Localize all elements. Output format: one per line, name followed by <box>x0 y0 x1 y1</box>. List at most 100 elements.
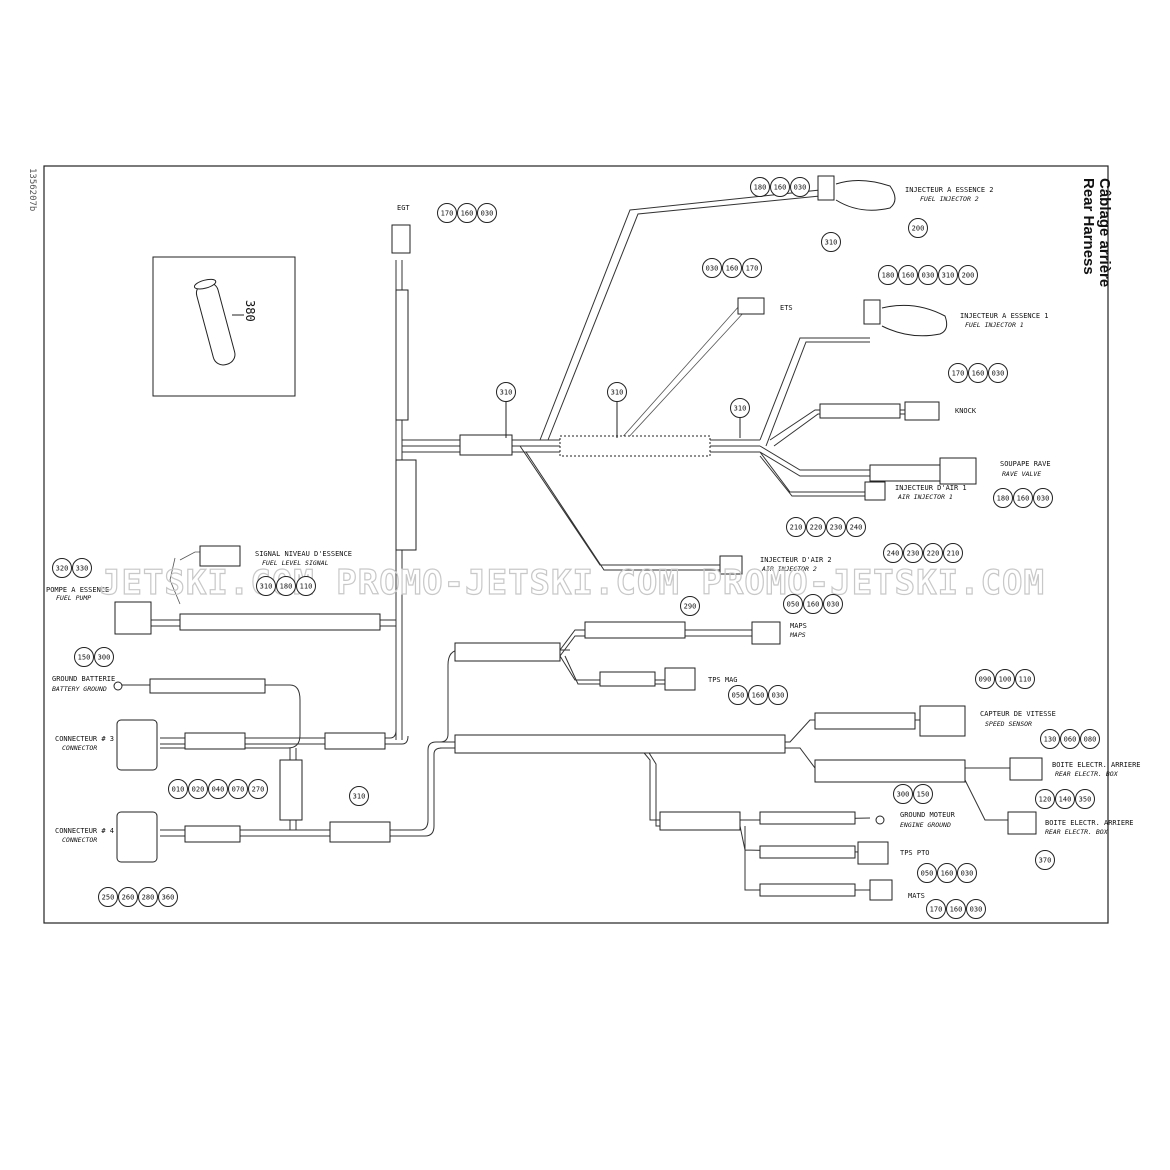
callout-fuel-level-refs-number: 110 <box>300 583 313 591</box>
callout-rear-box-a-refs-number: 080 <box>1084 736 1097 744</box>
detail-part-number: 380 <box>243 300 257 322</box>
callout-ai1-refs-number: 220 <box>927 550 940 558</box>
callout-fi1-refs-bubble <box>958 265 978 285</box>
callout-rave-refs-bubble <box>993 488 1013 508</box>
callout-mats-refs-bubble <box>966 899 986 919</box>
callout-conn3-refs-bubble <box>208 779 228 799</box>
callout-conn4-refs-bubble <box>158 887 178 907</box>
callout-fi1-refs-number: 180 <box>882 272 895 280</box>
callout-rear-box-a-refs-bubble <box>1080 729 1100 749</box>
callout-rear-box-b-refs-bubble <box>1035 789 1055 809</box>
battery-ground-ring <box>113 681 123 691</box>
callout-mats-refs-number: 160 <box>950 906 963 914</box>
callout-fuel-level-refs-bubble <box>256 576 276 596</box>
callout-conn3-refs-bubble <box>248 779 268 799</box>
callout-speed-refs-bubble <box>975 669 995 689</box>
callout-conn4-refs-number: 280 <box>142 894 155 902</box>
callout-fi2-refs-number: 030 <box>794 184 807 192</box>
callout-knock-refs-number: 160 <box>972 370 985 378</box>
callout-ets-refs-number: 170 <box>746 265 759 273</box>
air-injector-2-connector <box>719 555 743 575</box>
callout-ai1-refs-number: 240 <box>887 550 900 558</box>
callout-ai1-refs-bubble <box>943 543 963 563</box>
callout-knock-refs-bubble <box>968 363 988 383</box>
callout-knock-refs-number: 170 <box>952 370 965 378</box>
callout-knock-refs-bubble <box>988 363 1008 383</box>
callout-conn3-refs-bubble <box>188 779 208 799</box>
callout-tps-pto-refs-bubble <box>937 863 957 883</box>
engine-ground-ring <box>875 815 885 825</box>
callout-rear-box-b-370-bubble <box>1035 850 1055 870</box>
callout-rear-box-a-refs-bubble <box>1060 729 1080 749</box>
label-egt: EGT <box>397 204 410 212</box>
label-rear-box-b-en: REAR ELECTR. BOX <box>1045 828 1109 836</box>
title-block: Rear Harness Câblage arrière <box>1080 178 1113 287</box>
callout-ai1-refs-number: 230 <box>907 550 920 558</box>
callout-tps-mag-refs-bubble <box>768 685 788 705</box>
callout-conn3-refs-number: 020 <box>192 786 205 794</box>
harness-sleeves <box>149 289 966 897</box>
callout-rear-box-b-refs-bubble <box>1075 789 1095 809</box>
air-injector-1-connector <box>864 481 886 501</box>
label-rave-valve-fr: SOUPAPE RAVE <box>1000 460 1051 468</box>
component-labels: EGT INJECTEUR A ESSENCE 2 FUEL INJECTOR … <box>46 186 1141 900</box>
callout-ai2-refs-number: 210 <box>790 524 803 532</box>
callout-egt-refs-bubble <box>437 203 457 223</box>
callout-rave-refs-bubble <box>1013 488 1033 508</box>
callout-ai2-refs-bubble <box>826 517 846 537</box>
callout-fi1-refs-number: 200 <box>962 272 975 280</box>
callout-tps-pto-refs-number: 030 <box>961 870 974 878</box>
callout-speed-refs-number: 100 <box>999 676 1012 684</box>
callout-rave-refs-number: 030 <box>1037 495 1050 503</box>
label-rear-box-a-fr: BOITE ELECTR. ARRIERE <box>1052 761 1141 769</box>
callout-egt-refs-number: 030 <box>481 210 494 218</box>
label-knock: KNOCK <box>955 407 977 415</box>
label-tps-pto: TPS PTO <box>900 849 930 857</box>
callout-fuel-pump-refs-bubble <box>52 558 72 578</box>
callout-conn4-refs-bubble <box>118 887 138 907</box>
fuel-injector-2-connector <box>817 175 835 201</box>
callout-conn4-refs-number: 250 <box>102 894 115 902</box>
callout-tps-mag-refs-bubble <box>748 685 768 705</box>
callout-fuel-pump-refs-number: 330 <box>76 565 89 573</box>
callout-maps-refs-number: 160 <box>807 601 820 609</box>
label-ets: ETS <box>780 304 793 312</box>
callout-rear-box-b-refs-number: 120 <box>1039 796 1052 804</box>
callout-fi2-refs-bubble <box>790 177 810 197</box>
callout-tps-mag-refs-number: 030 <box>772 692 785 700</box>
ets-connector <box>737 297 765 315</box>
callout-speed-refs-bubble <box>995 669 1015 689</box>
callout-engine-ground-refs-number: 150 <box>917 791 930 799</box>
callout-clip-2-number: 310 <box>734 405 747 413</box>
label-fuel-level-en: FUEL LEVEL SIGNAL <box>262 559 329 567</box>
tps-mag-connector <box>664 667 696 691</box>
callout-speed-refs-bubble <box>1015 669 1035 689</box>
label-fuel-injector-2-en: FUEL INJECTOR 2 <box>920 195 979 203</box>
callout-conn4-310-bubble <box>349 786 369 806</box>
callout-conn3-refs-number: 270 <box>252 786 265 794</box>
callout-fuel-pump-refs-bubble <box>72 558 92 578</box>
callout-ai2-refs-number: 220 <box>810 524 823 532</box>
callout-speed-refs-number: 110 <box>1019 676 1032 684</box>
label-air-injector-2-en: AIR INJECTOR 2 <box>761 565 817 573</box>
label-fuel-pump-en: FUEL PUMP <box>56 594 91 602</box>
callout-tps-pto-refs-number: 160 <box>941 870 954 878</box>
callout-conn4-refs-bubble <box>98 887 118 907</box>
callout-rear-box-a-refs-number: 130 <box>1044 736 1057 744</box>
callout-fi1-refs-bubble <box>918 265 938 285</box>
label-speed-sensor-fr: CAPTEUR DE VITESSE <box>980 710 1056 718</box>
speed-sensor-connector <box>919 705 966 737</box>
callout-engine-ground-refs-bubble <box>913 784 933 804</box>
mats-connector <box>869 879 893 901</box>
fuel-injector-1-connector <box>863 299 881 325</box>
watermark: JETSKI.COM PROMO-JETSKI.COM PROMO-JETSKI… <box>100 563 1045 603</box>
callout-speed-refs-number: 090 <box>979 676 992 684</box>
connector-shapes <box>113 175 1043 901</box>
callout-conn4-310-number: 310 <box>353 793 366 801</box>
label-fuel-injector-1-en: FUEL INJECTOR 1 <box>965 321 1024 329</box>
label-rear-box-b-fr: BOITE ELECTR. ARRIERE <box>1045 819 1134 827</box>
callout-rear-box-b-refs-bubble <box>1055 789 1075 809</box>
callout-mats-refs-bubble <box>926 899 946 919</box>
callout-rave-refs-number: 180 <box>997 495 1010 503</box>
